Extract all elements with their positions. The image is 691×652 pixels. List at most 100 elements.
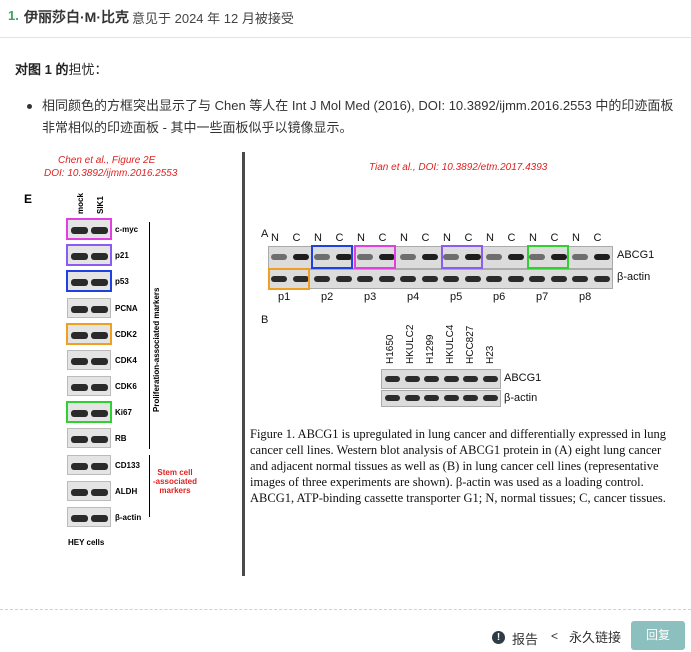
report-link[interactable]: 报告 bbox=[512, 632, 539, 647]
nc-label: N bbox=[400, 232, 408, 244]
abcg1-band bbox=[443, 376, 459, 382]
exclamation-circle-icon[interactable]: ! bbox=[492, 631, 505, 644]
abcg1-band bbox=[486, 254, 502, 260]
blot-row-label: Ki67 bbox=[115, 408, 132, 417]
nc-label: N bbox=[357, 232, 365, 244]
nc-label: N bbox=[271, 232, 279, 244]
abcg1-band bbox=[424, 376, 439, 382]
actin-band bbox=[314, 276, 330, 282]
abcg1-band bbox=[572, 254, 588, 260]
pair-label: p5 bbox=[450, 291, 463, 303]
abcg1-band bbox=[314, 254, 330, 260]
highlight-box-orange bbox=[66, 323, 112, 345]
blot-row-label: c-myc bbox=[115, 225, 139, 234]
actin-band bbox=[357, 276, 373, 282]
nc-label: C bbox=[421, 232, 430, 244]
cell-line-label: H1299 bbox=[425, 334, 436, 364]
lane-label-sik1: SIK1 bbox=[96, 196, 105, 214]
stem-label-line2: -associated bbox=[152, 477, 198, 486]
nc-label: C bbox=[335, 232, 344, 244]
abcg1-band bbox=[421, 254, 438, 260]
blot-band bbox=[71, 384, 88, 391]
permalink-link[interactable]: 永久链接 bbox=[569, 630, 622, 645]
cell-line-label: HKULC4 bbox=[445, 324, 456, 364]
actin-band bbox=[424, 395, 439, 401]
blot-band bbox=[71, 489, 88, 496]
panel-e-label: E bbox=[24, 192, 33, 206]
blot-band bbox=[71, 253, 88, 260]
blot-band bbox=[91, 489, 108, 496]
abcg1-band bbox=[400, 254, 416, 260]
lane-label-mock: mock bbox=[76, 193, 85, 214]
abcg1-strip-b bbox=[381, 369, 501, 389]
reply-button[interactable]: 回复 bbox=[631, 621, 685, 650]
chen-caption-doi: DOI: 10.3892/ijmm.2016.2553 bbox=[44, 168, 178, 179]
blot-row-label: p21 bbox=[115, 251, 129, 260]
prolif-group-label: Proliferation-associated markers bbox=[152, 287, 161, 413]
abcg1-band bbox=[404, 376, 420, 382]
actin-band bbox=[463, 395, 478, 401]
prolif-bracket bbox=[149, 222, 150, 449]
actin-band bbox=[482, 395, 498, 401]
blot-band bbox=[91, 436, 108, 443]
blot-row bbox=[67, 455, 111, 475]
blot-band bbox=[71, 463, 88, 470]
blot-band bbox=[91, 463, 108, 470]
nc-label: C bbox=[464, 232, 473, 244]
abcg1-band bbox=[378, 254, 395, 260]
actin-band bbox=[550, 276, 567, 282]
highlight-box-orange bbox=[268, 268, 310, 290]
row-label-actin-b: β-actin bbox=[504, 392, 538, 404]
blot-band bbox=[91, 227, 108, 234]
concern-heading: 对图 1 的担忧： bbox=[15, 59, 107, 78]
actin-band bbox=[404, 395, 420, 401]
actin-strip-b bbox=[381, 390, 501, 407]
highlight-box-blue bbox=[311, 245, 353, 269]
blot-band bbox=[91, 306, 108, 313]
highlight-box-green bbox=[66, 401, 112, 423]
hey-cells-label: HEY cells bbox=[68, 538, 105, 547]
chen-caption-title: Chen et al., Figure 2E bbox=[58, 155, 156, 166]
actin-band bbox=[292, 276, 309, 282]
abcg1-band bbox=[593, 254, 610, 260]
highlight-box-magenta bbox=[66, 218, 112, 240]
pair-label: p6 bbox=[493, 291, 506, 303]
actin-band bbox=[486, 276, 502, 282]
actin-band bbox=[421, 276, 438, 282]
chen-figure-panel: Chen et al., Figure 2E DOI: 10.3892/ijmm… bbox=[14, 150, 242, 578]
actin-band bbox=[443, 395, 459, 401]
nc-label: C bbox=[507, 232, 516, 244]
nc-label: C bbox=[292, 232, 301, 244]
abcg1-band bbox=[482, 376, 498, 382]
actin-band bbox=[378, 276, 395, 282]
blot-row-label: RB bbox=[115, 434, 127, 443]
actin-band bbox=[385, 395, 400, 401]
abcg1-band bbox=[385, 376, 400, 382]
highlight-box-blue bbox=[66, 270, 112, 292]
cell-line-label: HKULC2 bbox=[405, 324, 416, 364]
blot-row-label: CDK4 bbox=[115, 356, 137, 365]
bullet-dot bbox=[27, 104, 32, 109]
stem-label-line1: Stem cell bbox=[157, 468, 193, 477]
blot-row bbox=[67, 298, 111, 318]
comment-header: 1. 伊丽莎白·M·比克 意见于 2024 年 12 月被接受 bbox=[0, 0, 691, 38]
blot-band bbox=[71, 410, 88, 417]
nc-label: C bbox=[550, 232, 559, 244]
actin-band bbox=[593, 276, 610, 282]
blot-row-label: CD133 bbox=[115, 461, 140, 470]
pair-label: p4 bbox=[407, 291, 420, 303]
concern-suffix: 担忧： bbox=[68, 62, 108, 77]
blot-row-label: PCNA bbox=[115, 304, 138, 313]
pair-label: p8 bbox=[579, 291, 592, 303]
blot-band bbox=[71, 436, 88, 443]
author-name[interactable]: 伊丽莎白·M·比克 bbox=[24, 9, 129, 25]
stem-group-label: Stem cell -associated markers bbox=[152, 468, 198, 495]
share-icon[interactable]: < bbox=[551, 629, 559, 643]
blot-row-label: p53 bbox=[115, 277, 129, 286]
nc-label: N bbox=[314, 232, 322, 244]
row-label-actin-a: β-actin bbox=[617, 271, 651, 283]
cell-line-label: H1650 bbox=[385, 334, 396, 364]
nc-label: N bbox=[486, 232, 494, 244]
blot-band bbox=[71, 358, 88, 365]
abcg1-band bbox=[335, 254, 352, 260]
